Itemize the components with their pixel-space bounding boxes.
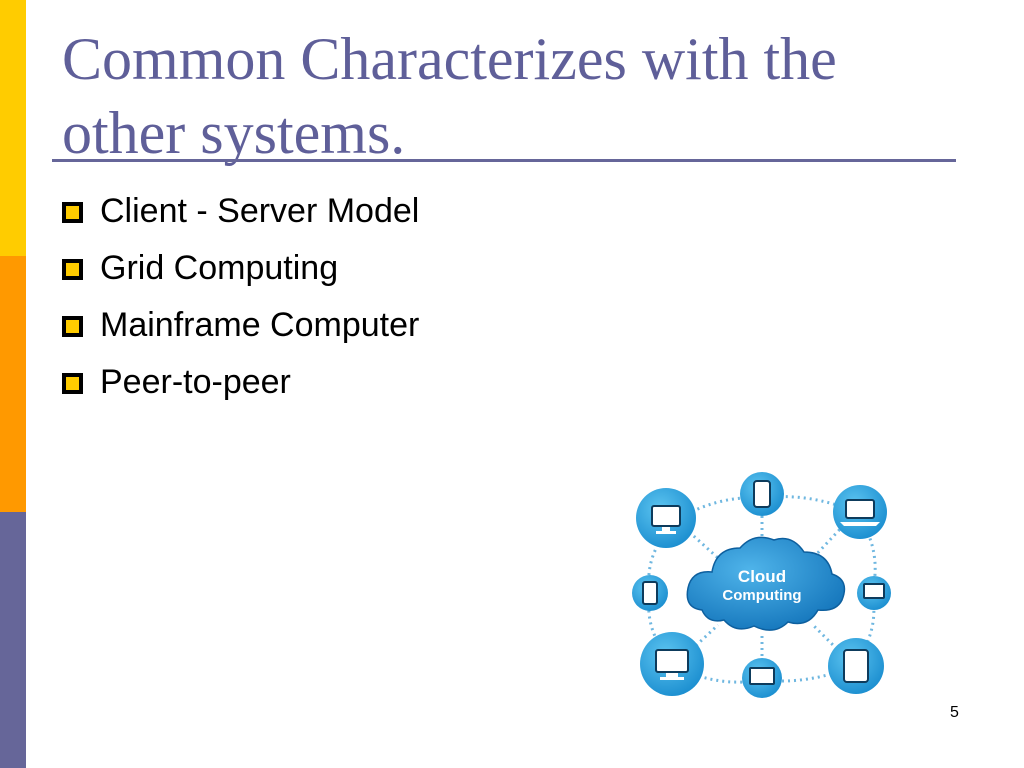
monitor-node-icon [640,632,704,696]
bullet-text: Mainframe Computer [100,306,420,344]
cloud-label-line2: Computing [722,587,801,604]
square-bullet-icon [62,316,83,337]
cloud-computing-diagram: Cloud Computing [632,472,891,698]
computer-node-icon [742,658,782,698]
list-item: Grid Computing [62,245,419,302]
phone-node-icon [740,472,784,516]
tablet-node-icon [632,575,668,611]
side-band-yellow [0,0,26,256]
cloud-icon: Cloud Computing [686,536,846,631]
monitor-node-icon [636,488,696,548]
cloud-label-line1: Cloud [738,567,786,586]
bullet-text: Grid Computing [100,249,339,287]
page-number: 5 [950,704,959,721]
list-item: Mainframe Computer [62,302,419,359]
square-bullet-icon [62,373,83,394]
bullet-text: Client - Server Model [100,192,420,230]
title-underline [52,159,956,162]
side-band-purple [0,512,26,768]
square-bullet-icon [62,202,83,223]
bullet-text: Peer-to-peer [100,363,291,401]
list-item: Client - Server Model [62,188,419,245]
slide-title: Common Characterizes with the other syst… [62,26,837,166]
desktop-node-icon [857,576,891,610]
square-bullet-icon [62,259,83,280]
side-band-orange [0,256,26,512]
laptop-node-icon [833,485,887,539]
list-item: Peer-to-peer [62,359,419,416]
tablet-node-icon [828,638,884,694]
bullet-list: Client - Server Model Grid Computing Mai… [62,188,419,416]
